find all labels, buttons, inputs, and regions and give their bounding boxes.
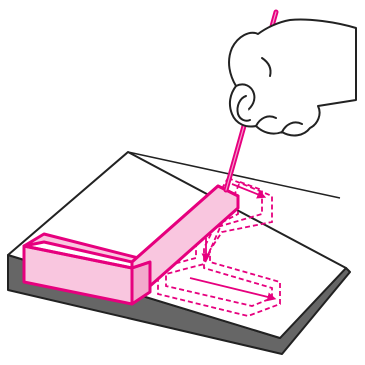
hand-icon [229,19,356,135]
